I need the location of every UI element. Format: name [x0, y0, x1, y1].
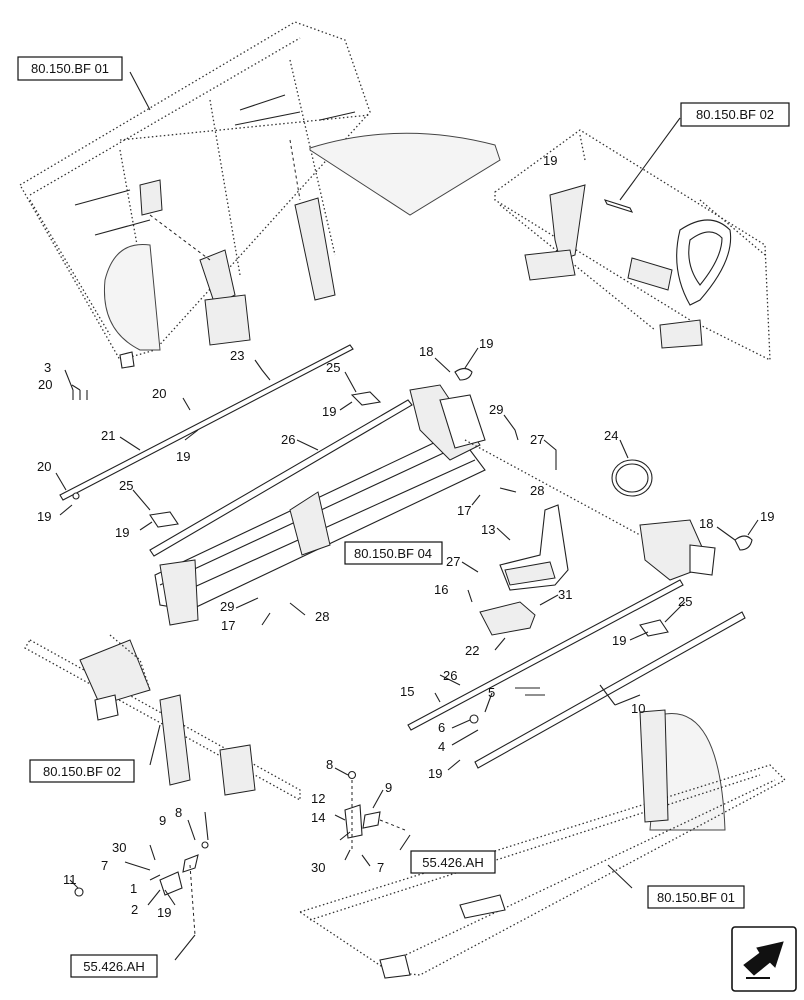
callout-18: 18: [419, 344, 433, 359]
svg-text:80.150.BF 02: 80.150.BF 02: [43, 764, 121, 779]
callout-21: 21: [101, 428, 115, 443]
header-frame-top-left: [19, 21, 501, 369]
navigation-arrow-icon[interactable]: [731, 926, 797, 992]
ref-box-bf01-bottom[interactable]: 80.150.BF 01: [647, 885, 745, 909]
callout-20: 20: [38, 377, 52, 392]
callout-7: 7: [101, 858, 108, 873]
callout-19: 19: [115, 525, 129, 540]
callout-9: 9: [385, 780, 392, 795]
callout-2: 2: [131, 902, 138, 917]
callout-29: 29: [489, 402, 503, 417]
rod-26-lower: [407, 579, 684, 731]
callout-20: 20: [152, 386, 166, 401]
frame-lower-left: [24, 634, 301, 802]
callout-19: 19: [612, 633, 626, 648]
callout-31: 31: [558, 587, 572, 602]
callout-28: 28: [315, 609, 329, 624]
ref-box-bf02-left[interactable]: 80.150.BF 02: [29, 759, 135, 783]
callout-19: 19: [428, 766, 442, 781]
callout-7: 7: [377, 860, 384, 875]
callout-20: 20: [37, 459, 51, 474]
rod-10: [474, 611, 746, 769]
rod-26-upper: [149, 399, 413, 557]
callout-labels: 19 18 19 3 20 23 25 20 19 29 21 26 27 24…: [37, 153, 774, 920]
ref-box-bf02-top[interactable]: 80.150.BF 02: [680, 102, 790, 127]
step-31: [479, 601, 536, 636]
callout-17: 17: [221, 618, 235, 633]
ref-box-ah-low[interactable]: 55.426.AH: [70, 954, 158, 978]
ref-box-bf04[interactable]: 80.150.BF 04: [344, 541, 443, 565]
rod-21: [59, 344, 354, 501]
callout-26: 26: [281, 432, 295, 447]
callout-8: 8: [326, 757, 333, 772]
callout-25: 25: [326, 360, 340, 375]
callout-19: 19: [760, 509, 774, 524]
callout-22: 22: [465, 643, 479, 658]
callout-28: 28: [530, 483, 544, 498]
svg-text:80.150.BF 01: 80.150.BF 01: [31, 61, 109, 76]
ref-box-ah-mid[interactable]: 55.426.AH: [410, 850, 496, 874]
callout-13: 13: [481, 522, 495, 537]
callout-4: 4: [438, 739, 445, 754]
ref-box-bf01-top[interactable]: 80.150.BF 01: [17, 56, 123, 81]
leader-lines: [55, 71, 759, 961]
callout-19: 19: [176, 449, 190, 464]
callout-9: 9: [159, 813, 166, 828]
callout-19: 19: [37, 509, 51, 524]
callout-30: 30: [112, 840, 126, 855]
center-beam-assembly: [59, 344, 753, 769]
callout-5: 5: [488, 685, 495, 700]
callout-29: 29: [220, 599, 234, 614]
frame-lower-right: [298, 709, 787, 979]
callout-30: 30: [311, 860, 325, 875]
callout-26: 26: [443, 668, 457, 683]
callout-19: 19: [157, 905, 171, 920]
callout-23: 23: [230, 348, 244, 363]
callout-3: 3: [44, 360, 51, 375]
callout-24: 24: [604, 428, 618, 443]
callout-27: 27: [446, 554, 460, 569]
callout-25: 25: [119, 478, 133, 493]
callout-11: 11: [63, 872, 77, 887]
callout-19: 19: [479, 336, 493, 351]
callout-19: 19: [322, 404, 336, 419]
callout-8: 8: [175, 805, 182, 820]
svg-text:55.426.AH: 55.426.AH: [83, 959, 144, 974]
header-frame-top-right: [494, 129, 771, 362]
callout-1: 1: [130, 881, 137, 896]
callout-6: 6: [438, 720, 445, 735]
svg-text:80.150.BF 01: 80.150.BF 01: [657, 890, 735, 905]
svg-text:80.150.BF 02: 80.150.BF 02: [696, 107, 774, 122]
belt-24: [611, 459, 653, 497]
svg-text:80.150.BF 04: 80.150.BF 04: [354, 546, 432, 561]
callout-17: 17: [457, 503, 471, 518]
callout-18: 18: [699, 516, 713, 531]
callout-15: 15: [400, 684, 414, 699]
callout-10: 10: [631, 701, 645, 716]
svg-text:55.426.AH: 55.426.AH: [422, 855, 483, 870]
callout-27: 27: [530, 432, 544, 447]
callout-12: 12: [311, 791, 325, 806]
callout-25: 25: [678, 594, 692, 609]
callout-14: 14: [311, 810, 325, 825]
lock-assemblies: [74, 770, 406, 936]
callout-19: 19: [543, 153, 557, 168]
callout-16: 16: [434, 582, 448, 597]
